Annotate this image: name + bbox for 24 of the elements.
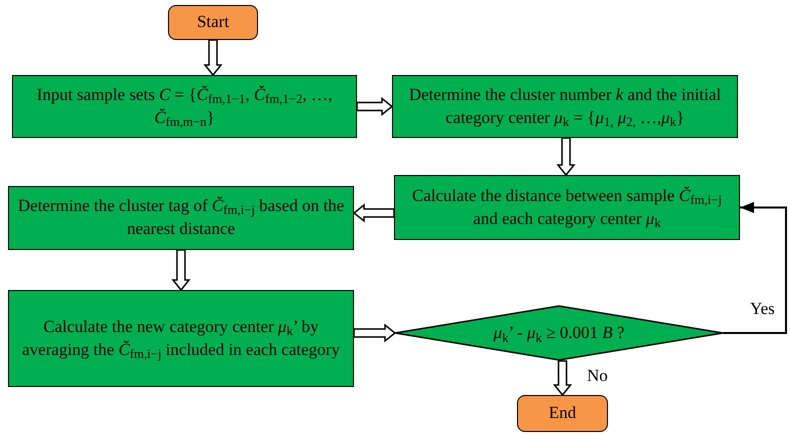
condition-text: μ$_{k}$’ - μ$_{k}$ ≥ 0.001 B ? <box>494 322 624 344</box>
hollow-arrow <box>353 323 396 343</box>
terminal-label: Start <box>196 11 230 34</box>
loop-arrow <box>723 202 787 334</box>
hollow-arrow <box>552 360 572 396</box>
process-box <box>392 75 738 138</box>
terminal-box <box>517 395 608 432</box>
process-text: Input sample sets C = {C̆$_{fm,1−1}$, C̆$_{fm,1−2}$, …, C̆$_{fm,m−n}$} <box>36 84 334 130</box>
process-box <box>8 290 354 387</box>
hollow-arrow <box>203 39 223 76</box>
process-box <box>12 75 357 138</box>
process-box <box>8 186 354 250</box>
hollow-arrow <box>356 96 394 116</box>
terminal-label: End <box>548 402 576 424</box>
hollow-arrow <box>556 137 576 176</box>
terminal-box <box>168 5 258 40</box>
process-box <box>394 175 740 240</box>
process-text: Determine the cluster tag of C̆$_{fm,i−j}$ based on the nearest distance <box>17 195 345 240</box>
decision-diamond <box>395 305 723 361</box>
hollow-arrow <box>352 203 395 223</box>
process-text: Calculate the new category center μ$_{k}$’ by averaging the C̆$_{fm,i−j}$ included in each category <box>21 316 341 362</box>
process-text: Calculate the distance between sample C̆$_{fm,i−j}$ and each category center μ$_{k}$ <box>411 184 723 230</box>
hollow-arrow <box>171 249 191 292</box>
process-text: Determine the cluster number k and the initial category center μ$_{k}$ = {μ$_{1,}$ μ$_{2,}$ …,μ$_{k}$} <box>408 84 722 130</box>
